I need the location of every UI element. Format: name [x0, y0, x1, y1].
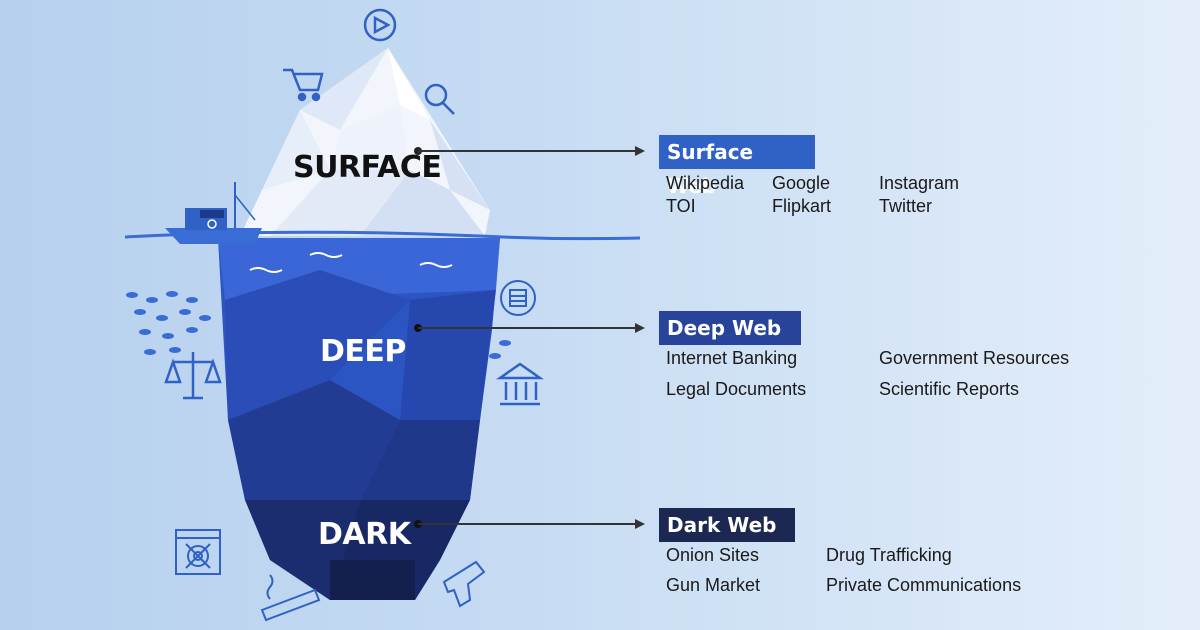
dark-item: Onion Sites: [666, 545, 760, 565]
dark-item: Drug Trafficking: [826, 545, 952, 565]
surface-web-tag: Surface Web: [659, 135, 815, 198]
justice-scale-icon: [164, 352, 222, 400]
connector-deep: [414, 323, 645, 333]
deep-item: Internet Banking: [666, 348, 798, 368]
wave: [249, 267, 283, 273]
wave: [419, 262, 453, 268]
connector-dark: [414, 519, 645, 529]
deep-web-tag: Deep Web: [659, 311, 801, 345]
dark-item: Gun Market: [666, 575, 761, 595]
dark-item: Private Communications: [826, 575, 1022, 595]
surface-item: Flipkart: [772, 196, 832, 216]
surface-item: TOI: [666, 196, 696, 216]
wave: [309, 252, 343, 258]
fish-school-icon: [126, 291, 511, 359]
surface-item: Instagram: [879, 173, 960, 193]
deep-item: Scientific Reports: [879, 379, 1020, 399]
dark-web-tag: Dark Web: [659, 508, 795, 542]
bank-icon: [496, 362, 544, 406]
deep-layer-label: DEEP: [320, 334, 406, 369]
ship-icon: [165, 182, 262, 244]
database-shield-icon: [500, 280, 536, 316]
surface-item: Wikipedia: [666, 173, 745, 193]
deep-item: Government Resources: [879, 348, 1070, 368]
surface-item: Twitter: [879, 196, 933, 216]
deep-item: Legal Documents: [666, 379, 807, 399]
search-icon: [424, 83, 455, 115]
gun-icon: [442, 560, 486, 608]
dark-layer-label: DARK: [318, 517, 411, 552]
play-icon: [363, 8, 397, 42]
iceberg-tip: [240, 48, 490, 236]
cigarette-icon: [260, 574, 321, 622]
connector-surface: [414, 146, 645, 156]
surface-item: Google: [772, 173, 831, 193]
surface-layer-label: SURFACE: [293, 150, 442, 185]
spider-web-icon: [175, 529, 221, 575]
shopping-cart-icon: [283, 68, 324, 102]
